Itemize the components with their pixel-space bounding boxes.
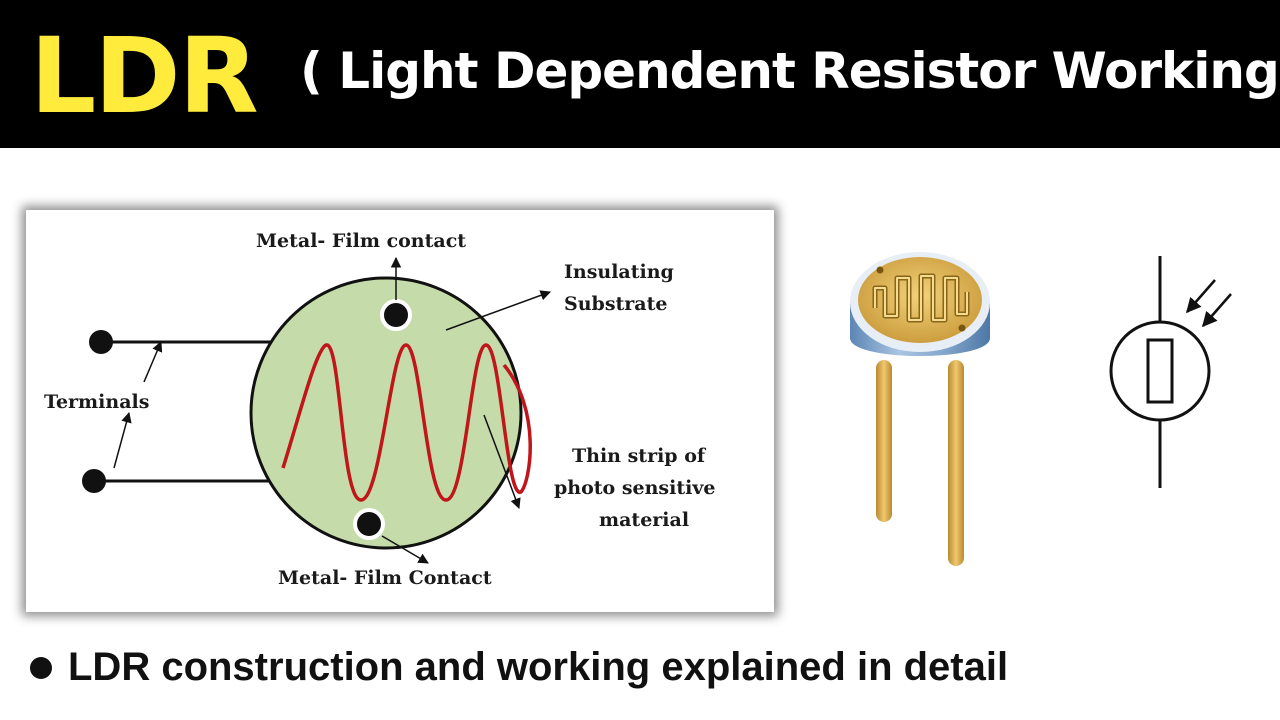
label-bottom-contact: Metal- Film Contact: [278, 567, 492, 589]
label-substrate-line2: Substrate: [564, 293, 667, 315]
label-terminals: Terminals: [44, 391, 149, 413]
photo-sensitive-strip: [281, 343, 532, 502]
ldr-diagram-svg: Metal- Film contact Insulating Substrate…: [44, 230, 715, 589]
ldr-component-photo-icon: [850, 252, 990, 566]
title-banner: LDR ( Light Dependent Resistor Working ): [0, 0, 1280, 148]
label-substrate-line1: Insulating: [564, 261, 674, 283]
arrow-terminal-top: [143, 341, 163, 383]
terminal-dot-top: [89, 330, 113, 354]
arrow-strip: [483, 414, 521, 509]
ldr-circuit-symbol-icon: [1109, 256, 1232, 488]
terminal-dot-bottom: [82, 469, 106, 493]
caption-text: LDR construction and working explained i…: [68, 645, 1009, 689]
label-strip-line2: photo sensitive: [554, 477, 715, 499]
arrow-substrate: [445, 290, 551, 331]
metal-film-contact-top: [380, 299, 412, 331]
ldr-construction-diagram: Metal- Film contact Insulating Substrate…: [26, 210, 774, 612]
label-strip-line3: material: [599, 509, 689, 531]
ldr-logo-title: LDR: [30, 15, 259, 137]
arrow-terminal-bottom: [113, 411, 132, 469]
metal-film-contact-bottom: [353, 508, 385, 540]
arrow-bottom-contact: [381, 535, 429, 564]
bullet-icon: [30, 656, 52, 679]
banner-subtitle: ( Light Dependent Resistor Working ): [300, 42, 1280, 100]
label-strip-line1: Thin strip of: [572, 445, 707, 467]
label-top-contact: Metal- Film contact: [256, 230, 466, 252]
caption-line: LDR construction and working explained i…: [30, 645, 1260, 690]
